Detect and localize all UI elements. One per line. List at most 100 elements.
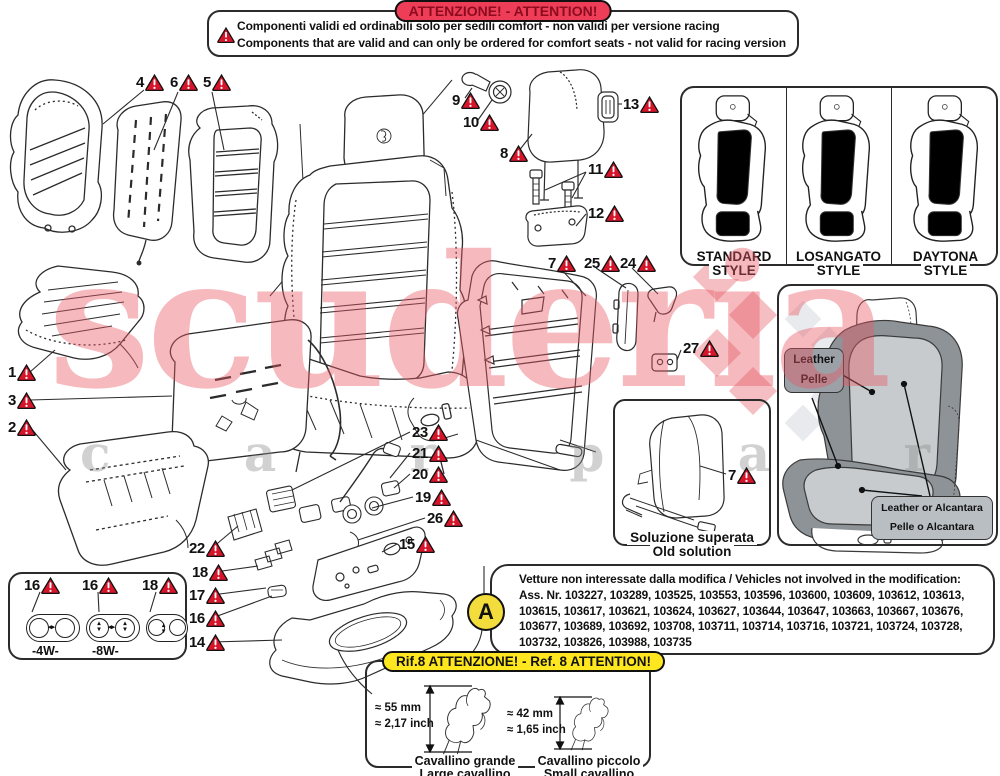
callout-number: 14 [189,634,205,651]
warning-triangle-icon [600,255,620,272]
warning-triangle-icon [179,74,198,91]
callout-16: 16 [24,577,60,594]
red-checker-watermark [692,252,778,416]
callout-number: 21 [412,445,428,462]
left-right-arrows-icon: ◂▸ [108,624,116,631]
callout-9: 9 [452,92,480,109]
warning-triangle-icon [415,536,435,553]
callout-number: 23 [412,424,428,441]
callout-number: 25 [584,255,600,272]
callout-number: 17 [189,587,205,604]
switch-variants-box: ◂▸ ▴▾ ▴▾ ◂▸ ▴▾ -4W- -8W- [8,572,188,660]
callout-number: 6 [170,74,178,91]
switch-knob [29,617,49,638]
callout-25: 25 [584,255,620,272]
warning-triangle-icon [205,610,225,627]
callout-4: 4 [136,74,164,91]
callout-number: 10 [463,114,479,131]
label-8w: -8W- [92,644,119,658]
warning-triangle-icon [479,114,499,131]
switch-knob [169,619,186,636]
small-cavallino-measure: ≈ 42 mm≈ 1,65 inch [507,708,566,737]
attention-banner: ATTENZIONE! - ATTENTION! [394,0,612,22]
callout-24: 24 [620,255,656,272]
switch-updown: ▴▾ [146,614,188,642]
warning-triangle-icon [205,587,225,604]
warning-triangle-icon [431,489,451,506]
warning-triangle-icon [461,92,480,109]
top-notice-text: Componenti validi ed ordinabili solo per… [237,18,786,53]
warning-triangle-icon [636,255,656,272]
style-seat-drawings: #std .stylefill{fill:url(#p-std);} #los … [697,95,979,242]
callout-number: 5 [203,74,211,91]
callout-15: 15 [399,536,435,553]
ref8-banner: Rif.8 ATTENZIONE! - Ref. 8 ATTENTION! [382,651,665,672]
warning-triangle-icon [699,340,719,357]
label-4w: -4W- [32,644,59,658]
callout-number: 27 [683,340,699,357]
warning-triangle-icon [443,510,463,527]
callout-number: 8 [500,145,508,162]
callout-8: 8 [500,145,528,162]
callout-6: 6 [170,74,198,91]
callout-3: 3 [8,392,36,409]
callout-1: 1 [8,364,36,381]
callout-number: 9 [452,92,460,109]
callout-number: 16 [24,577,40,594]
vehicles-notice-body: Ass. Nr. 103227, 103289, 103525, 103553,… [519,587,965,650]
a-badge: A [467,593,505,631]
material-box: Leather Pelle Leather or Alcantara Pelle… [777,284,998,546]
callout-number: 7 [548,255,556,272]
warning-triangle-icon [428,424,448,441]
warning-triangle-icon [17,419,36,436]
warning-triangle-icon [737,467,756,484]
callout-number: 20 [412,466,428,483]
callout-12: 12 [588,205,624,222]
switch-8way: ▴▾ ▴▾ ◂▸ [86,614,140,642]
warning-triangle-icon [428,445,448,462]
callout-number: 16 [82,577,98,594]
callout-18: 18 [142,577,178,594]
callout-number: 11 [588,161,603,178]
callout-21: 21 [412,445,448,462]
callout-number: 16 [189,610,205,627]
callout-number: 26 [427,510,443,527]
callout-7: 7 [548,255,576,272]
callout-number: 4 [136,74,144,91]
callout-27: 27 [683,340,719,357]
vehicles-notice-title: Vetture non interessate dalla modifica /… [519,572,961,586]
callout-5: 5 [203,74,231,91]
vehicles-notice-box: A Vetture non interessate dalla modifica… [467,564,995,655]
callout-number: 19 [415,489,431,506]
callout-2: 2 [8,419,36,436]
warning-triangle-icon [98,577,118,594]
warning-triangle-icon [208,564,228,581]
warning-triangle-icon [217,27,235,43]
callout-14: 14 [189,634,225,651]
callout-number: 12 [588,205,604,222]
switch-knob [55,617,75,638]
callout-7: 7 [728,467,756,484]
switch-knob: ▴▾ [89,617,109,638]
ref8-attention-box: Rif.8 ATTENZIONE! - Ref. 8 ATTENTION! ≈ … [365,651,665,776]
callout-19: 19 [415,489,451,506]
callout-number: 18 [192,564,208,581]
warning-triangle-icon [205,540,225,557]
warning-triangle-icon [205,634,225,651]
callout-number: 2 [8,419,16,436]
callout-18: 18 [192,564,228,581]
callout-number: 3 [8,392,16,409]
large-cavallino-measure: ≈ 55 mm≈ 2,17 inch [375,702,434,731]
callout-number: 15 [399,536,415,553]
callout-22: 22 [189,540,225,557]
callout-16: 16 [189,610,225,627]
top-attention-box: ATTENZIONE! - ATTENTION! Componenti vali… [207,0,799,57]
warning-triangle-icon [428,466,448,483]
